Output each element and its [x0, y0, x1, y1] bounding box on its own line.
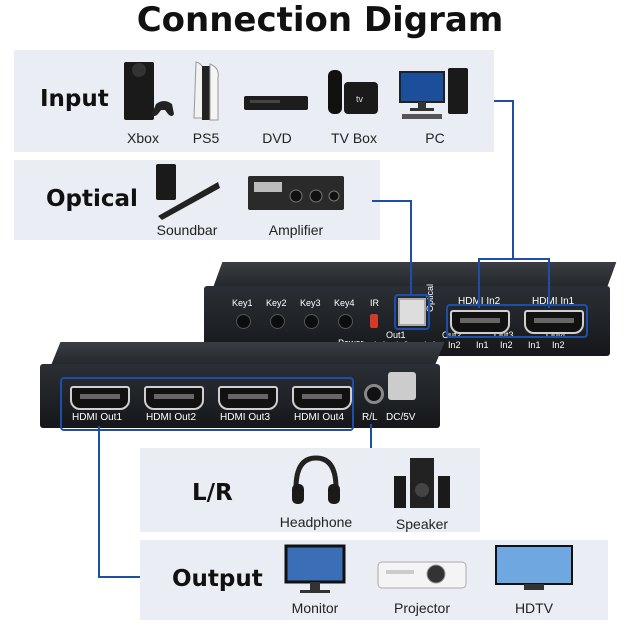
- svg-text:tv: tv: [356, 94, 364, 104]
- amplifier-device: Amplifier: [246, 170, 346, 238]
- hdmi-out4-label: HDMI Out4: [294, 412, 345, 423]
- ir-receiver: [370, 314, 378, 328]
- key2-button[interactable]: [270, 314, 285, 329]
- projector-device: Projector: [376, 552, 468, 616]
- ps5-device: PS5: [186, 60, 226, 146]
- key4-label: Key4: [334, 298, 355, 308]
- output-line-h: [98, 576, 150, 578]
- ps5-label: PS5: [192, 130, 220, 146]
- pc-device: PC: [398, 60, 472, 146]
- out2-in2-label: In2: [448, 340, 461, 350]
- dc-jack: [388, 372, 416, 400]
- pc-to-in-line-h: [494, 100, 512, 102]
- out4-in1-label: In1: [528, 340, 541, 350]
- audio-jack: [364, 384, 384, 404]
- output-label: Output: [172, 566, 263, 592]
- output-ports-highlight: [60, 377, 354, 431]
- diagram-title: Connection Digram: [136, 0, 504, 40]
- hdmi-out1-port: [70, 386, 130, 410]
- tv-box-label: TV Box: [331, 130, 377, 146]
- pc-to-in-line-v: [512, 100, 514, 260]
- xbox-label: Xbox: [127, 130, 159, 146]
- headphone-icon: [292, 455, 340, 504]
- speaker-icon: [394, 458, 450, 508]
- key2-label: Key2: [266, 298, 287, 308]
- key1-button[interactable]: [236, 314, 251, 329]
- soundbar-label: Soundbar: [156, 222, 218, 238]
- dvd-label: DVD: [262, 130, 292, 146]
- key3-label: Key3: [300, 298, 321, 308]
- ir-label: IR: [370, 298, 379, 308]
- in-bridge-line-h: [478, 258, 550, 260]
- tv-box-device: tv TV Box: [326, 60, 382, 146]
- soundbar-icon: [156, 164, 220, 220]
- ps5-icon: [193, 61, 219, 121]
- in1-drop-line: [548, 258, 550, 308]
- optical-port-highlight: [394, 294, 430, 330]
- tv-box-icon: tv: [328, 70, 378, 114]
- rear-device-top: [213, 262, 617, 286]
- dvd-player-icon: [244, 96, 308, 110]
- monitor-icon: [284, 544, 346, 593]
- optical-port: [398, 298, 426, 326]
- xbox-icon: [124, 62, 174, 120]
- projector-label: Projector: [393, 600, 451, 616]
- hdmi-in1-label: HDMI In1: [532, 296, 575, 307]
- key3-button[interactable]: [304, 314, 319, 329]
- input-label: Input: [40, 86, 109, 112]
- hdmi-out1-label: HDMI Out1: [72, 412, 123, 423]
- rl-label: R/L: [362, 412, 378, 423]
- soundbar-device: Soundbar: [152, 162, 222, 238]
- hdmi-out3-port: [218, 386, 278, 410]
- headphone-device: Headphone: [280, 452, 352, 530]
- front-device-top: [51, 342, 445, 364]
- optical-line-h: [372, 200, 412, 202]
- monitor-device: Monitor: [284, 544, 346, 616]
- hdmi-in1-port: [524, 310, 584, 334]
- lr-label: L/R: [192, 480, 233, 506]
- out3-in1-label: In1: [476, 340, 489, 350]
- out1-label: Out1: [386, 330, 406, 340]
- input-ports-highlight: [446, 304, 588, 338]
- hdmi-in2-port: [450, 310, 510, 334]
- output-line-v: [98, 426, 100, 578]
- out4-label: Out4: [546, 330, 566, 340]
- pc-icon: [399, 68, 468, 119]
- hdtv-label: HDTV: [514, 600, 554, 616]
- out2-label: Out2: [442, 330, 462, 340]
- speaker-label: Speaker: [395, 516, 449, 532]
- in2-drop-line: [478, 258, 480, 308]
- headphone-label: Headphone: [279, 514, 353, 530]
- hdmi-out2-port: [144, 386, 204, 410]
- out4-in2-label: In2: [552, 340, 565, 350]
- hdmi-out3-label: HDMI Out3: [220, 412, 271, 423]
- hdtv-icon: [495, 545, 573, 590]
- pc-label: PC: [425, 130, 445, 146]
- hdtv-device: HDTV: [494, 544, 574, 616]
- optical-label: Optical: [46, 186, 138, 212]
- speaker-device: Speaker: [392, 454, 452, 532]
- xbox-device: Xbox: [118, 60, 174, 146]
- hdmi-out2-label: HDMI Out2: [146, 412, 197, 423]
- dvd-device: DVD: [242, 60, 312, 146]
- amplifier-label: Amplifier: [268, 222, 324, 238]
- out3-in2-label: In2: [500, 340, 513, 350]
- key1-label: Key1: [232, 298, 253, 308]
- key4-button[interactable]: [338, 314, 353, 329]
- monitor-label: Monitor: [291, 600, 339, 616]
- dc-label: DC/5V: [386, 412, 416, 423]
- optical-line-v: [410, 200, 412, 296]
- hdmi-out4-port: [292, 386, 352, 410]
- amplifier-icon: [248, 176, 344, 210]
- out3-label: Out3: [494, 330, 514, 340]
- projector-icon: [377, 561, 467, 589]
